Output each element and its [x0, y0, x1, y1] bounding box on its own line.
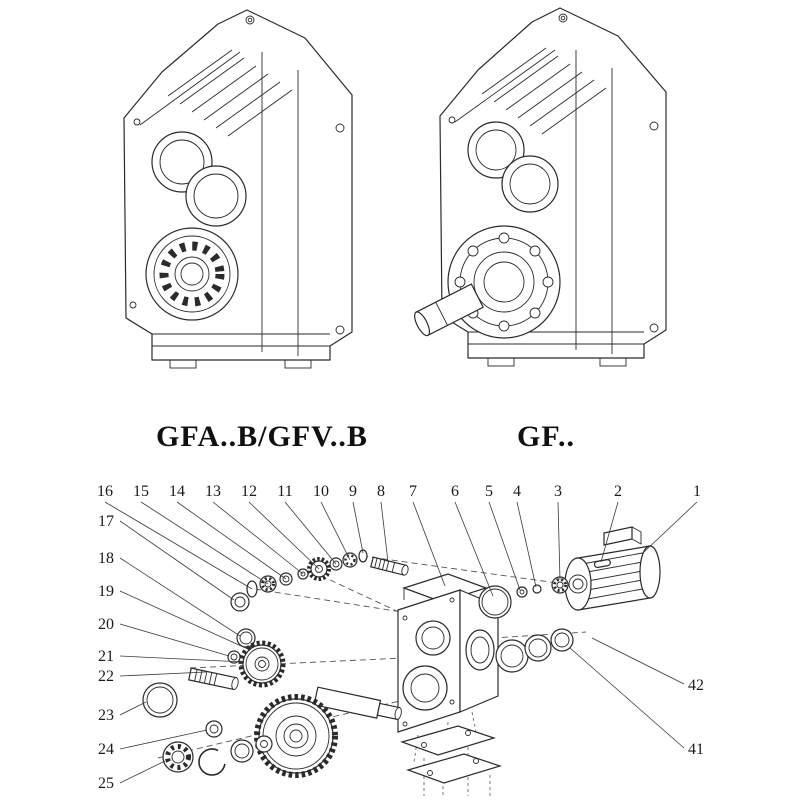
- cooling-fins-right: [481, 47, 607, 135]
- part-number-13: 13: [205, 483, 221, 500]
- output-shaft-parts: [142, 682, 402, 778]
- cooling-fins-left: [167, 49, 293, 137]
- intermediate-shaft-parts: [188, 592, 286, 691]
- part-number-12: 12: [241, 483, 257, 500]
- part-number-16: 16: [97, 483, 113, 500]
- part-number-23: 23: [98, 707, 114, 724]
- part-number-24: 24: [98, 741, 114, 758]
- leader-lines: [104, 501, 698, 784]
- part-number-14: 14: [169, 483, 185, 500]
- part-number-7: 7: [409, 483, 417, 500]
- part-number-42: 42: [688, 677, 704, 694]
- part-numbers-left: 17 18 19 20 21 22 23 24 25: [98, 513, 114, 792]
- part-number-1: 1: [693, 483, 701, 500]
- part-number-9: 9: [349, 483, 357, 500]
- part-number-21: 21: [98, 648, 114, 665]
- part-number-5: 5: [485, 483, 493, 500]
- part-number-19: 19: [98, 583, 114, 600]
- part-number-25: 25: [98, 775, 114, 792]
- model-label-right: GF..: [517, 420, 575, 453]
- part-number-17: 17: [98, 513, 114, 530]
- retaining-rings: [495, 628, 574, 673]
- part-number-3: 3: [554, 483, 562, 500]
- part-number-15: 15: [133, 483, 149, 500]
- shaft-key: [593, 559, 611, 569]
- part-number-8: 8: [377, 483, 385, 500]
- part-number-20: 20: [98, 616, 114, 633]
- gearbox-right-drawing: [414, 7, 667, 367]
- exploded-diagram: 16 15 14 13 12 11 10 9 8 7 6 5 4 3 2 1 1…: [97, 483, 704, 798]
- cover-plates: [400, 725, 502, 784]
- part-number-18: 18: [98, 550, 114, 567]
- part-number-41: 41: [688, 741, 704, 758]
- input-shaft-parts: [246, 549, 409, 598]
- output-bearing-left: [145, 227, 239, 321]
- part-number-22: 22: [98, 668, 114, 685]
- input-bores-right: [467, 121, 559, 213]
- part-numbers-right: 42 41: [688, 677, 704, 758]
- part-number-6: 6: [451, 483, 459, 500]
- gearbox-left-drawing: [123, 9, 353, 369]
- part-number-2: 2: [614, 483, 622, 500]
- input-bores-left: [151, 131, 247, 227]
- output-shaft: [414, 283, 484, 337]
- housing: [397, 573, 499, 733]
- part-number-4: 4: [513, 483, 521, 500]
- part-number-10: 10: [313, 483, 329, 500]
- output-flange: [447, 225, 561, 339]
- part-numbers-top: 16 15 14 13 12 11 10 9 8 7 6 5 4 3 2 1: [97, 483, 701, 500]
- model-label-left: GFA..B/GFV..B: [156, 420, 368, 453]
- motor-side-parts: [478, 576, 569, 619]
- part-number-11: 11: [277, 483, 292, 500]
- motor: [564, 526, 661, 611]
